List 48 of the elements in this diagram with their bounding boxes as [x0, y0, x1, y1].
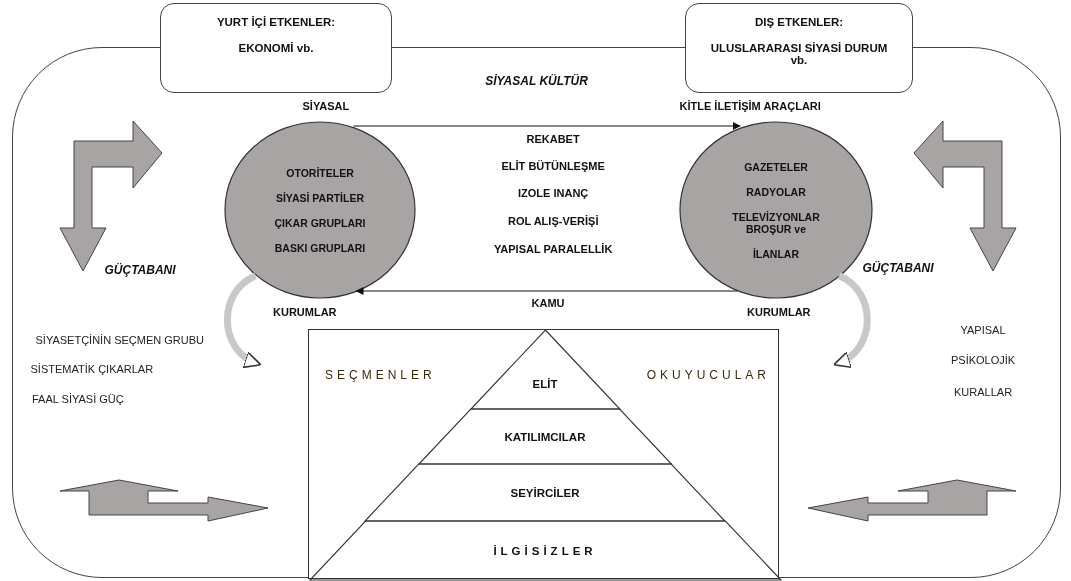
- list-item: SİYASETÇİNİN SEÇMEN GRUBU: [35, 334, 204, 346]
- factor-box: [685, 3, 913, 93]
- circle-text: BASKI GRUPLARI: [274, 241, 366, 254]
- relation-label: YAPISAL PARALELLİK: [494, 243, 613, 255]
- circle-text: SİYASİ PARTİLER: [275, 191, 365, 204]
- node-caption: KURUMLAR: [273, 306, 337, 318]
- list-item: PSİKOLOJİK: [951, 354, 1016, 366]
- circle-text: TELEVİZYONLAR BROŞUR ve: [731, 210, 821, 235]
- audience-label: OKUYUCULAR: [646, 368, 770, 382]
- list-item: SİSTEMATİK ÇIKARLAR: [30, 363, 154, 375]
- node-caption: KAMU: [531, 297, 565, 309]
- pyramid-layer: [309, 521, 781, 580]
- list-item: YAPISAL: [960, 324, 1006, 336]
- pyramid-layer: [470, 330, 620, 409]
- layer-label: İLGİSİZLER: [493, 544, 597, 557]
- frame-title: SİYASAL KÜLTÜR: [484, 74, 589, 88]
- box-heading: DIŞ ETKENLER:: [754, 16, 844, 28]
- box-text: ULUSLARARASI SİYASİ DURUM vb.: [709, 42, 889, 66]
- relation-label: IZOLE INANÇ: [518, 187, 589, 199]
- layer-label: SEYİRCİLER: [510, 486, 580, 499]
- list-item: KURALLAR: [954, 386, 1013, 398]
- italic-label: GÜÇTABANI: [104, 263, 176, 277]
- list-item: FAAL SİYASİ GÜÇ: [32, 393, 124, 405]
- layer-label: ELİT: [532, 377, 558, 390]
- relation-label: ELİT BÜTÜNLEŞME: [501, 160, 605, 172]
- box-text: EKONOMİ vb.: [238, 42, 314, 54]
- curved-arrow: [223, 272, 262, 367]
- box-heading: YURT İÇİ ETKENLER:: [216, 16, 336, 28]
- audience-label: SEÇMENLER: [325, 368, 436, 382]
- italic-label: GÜÇTABANI: [862, 261, 934, 275]
- layer-label: KATILIMCILAR: [504, 430, 586, 443]
- circle-text: İLANLAR: [752, 247, 800, 260]
- circle-text: GAZETELER: [744, 160, 808, 173]
- circle-text: RADYOLAR: [746, 185, 806, 198]
- arrow: [355, 287, 738, 295]
- relation-label: REKABET: [526, 133, 580, 145]
- pyramid-layer: [365, 464, 725, 521]
- circle-text: ÇIKAR GRUPLARI: [274, 216, 366, 229]
- pyramid-layer: [418, 409, 672, 464]
- factor-box: [160, 3, 392, 93]
- relation-label: ROL ALIŞ-VERİŞİ: [508, 215, 599, 227]
- node-caption: SİYASAL: [302, 100, 350, 112]
- institution-circle: [224, 121, 416, 299]
- circle-text: OTORİTELER: [286, 166, 354, 179]
- node-caption: KURUMLAR: [747, 306, 811, 318]
- node-caption: KİTLE İLETİŞİM ARAÇLARI: [679, 100, 821, 112]
- curved-arrow: [833, 272, 871, 367]
- arrow: [353, 122, 741, 130]
